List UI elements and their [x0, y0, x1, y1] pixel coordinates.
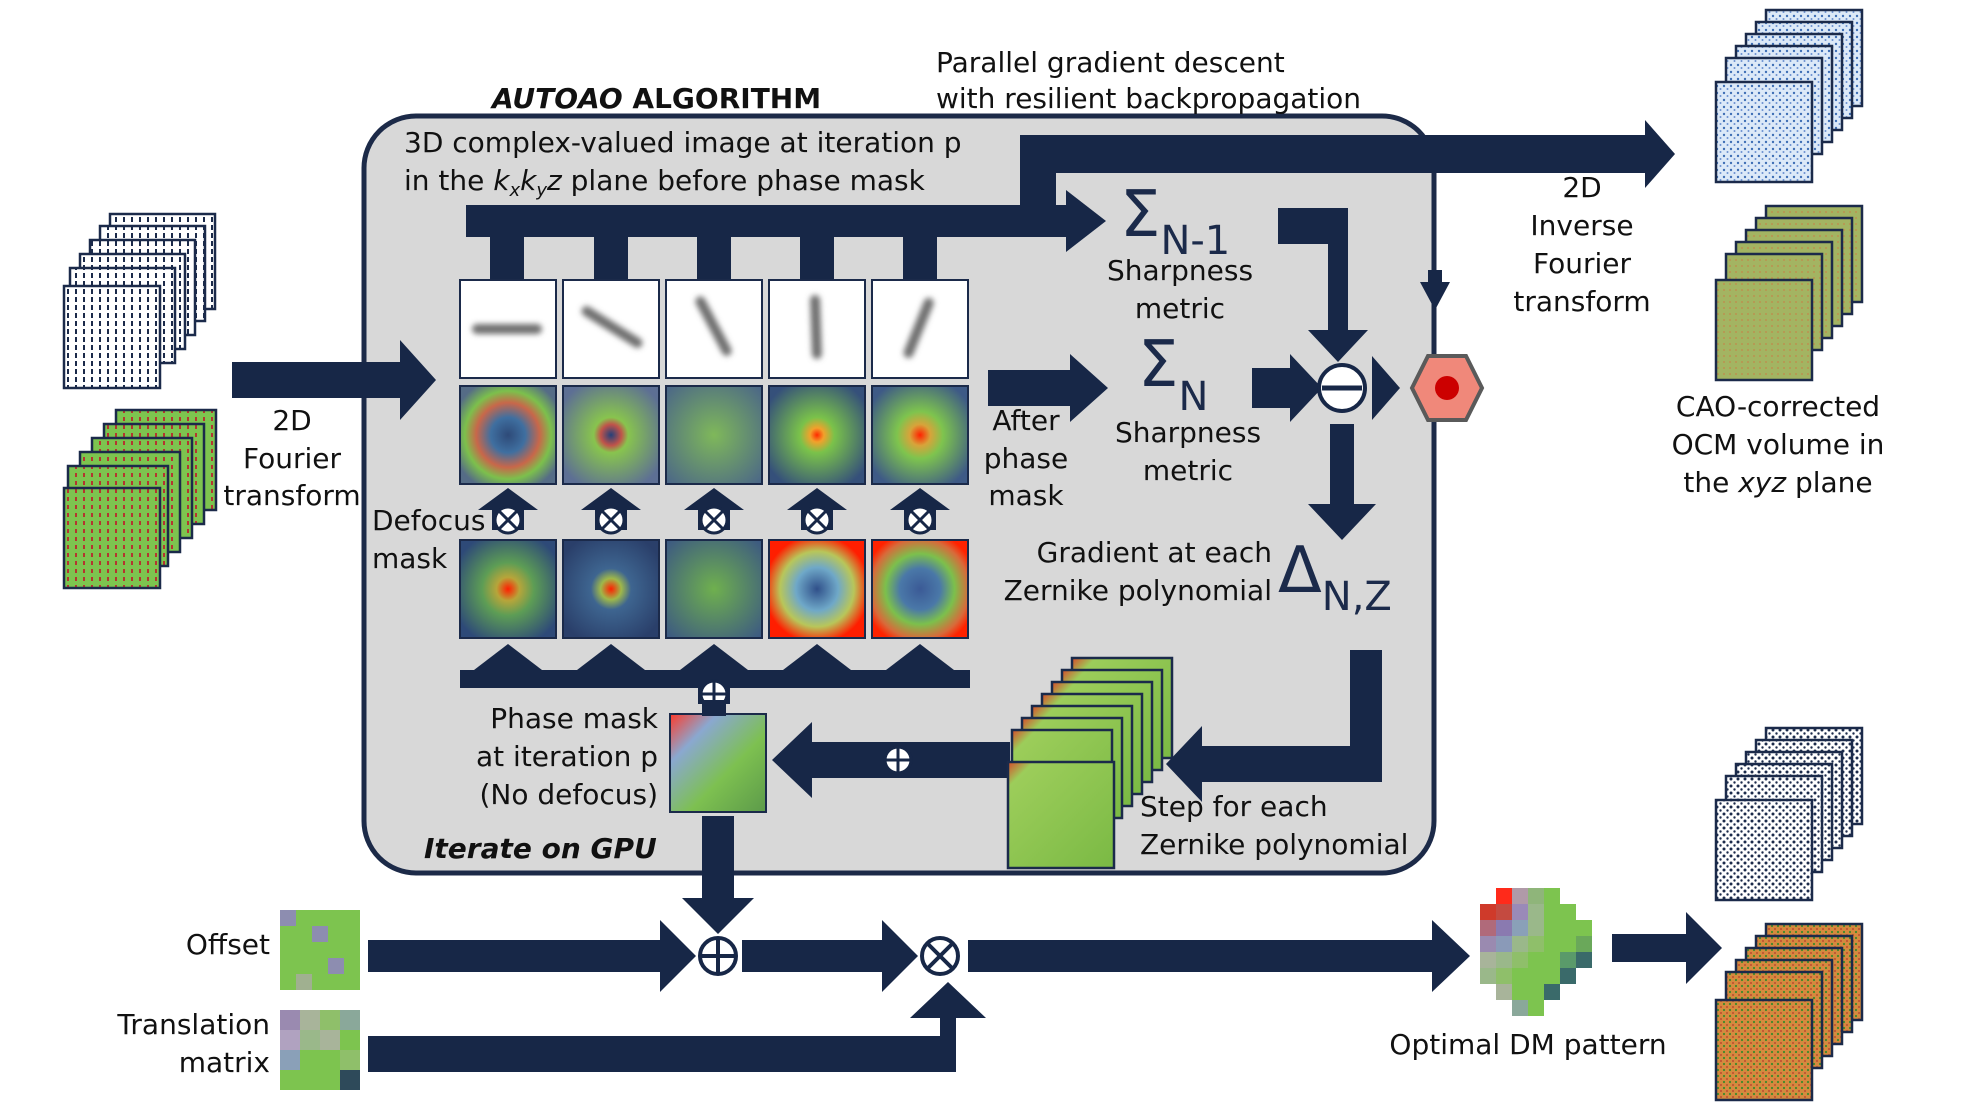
ominus-down-arrow: [1308, 424, 1376, 540]
sigma-n-symbol: ΣN: [1138, 328, 1208, 420]
phase-down-arrow: [682, 816, 754, 934]
svg-text:OCM volume in: OCM volume in: [1672, 428, 1885, 461]
optimal-dm-label: Optimal DM pattern: [1389, 1028, 1666, 1061]
output-stack-blue: [1714, 8, 1864, 184]
iterate-gpu-label: Iterate on GPU: [424, 832, 657, 865]
top-bus: [466, 120, 1675, 279]
svg-text:Inverse: Inverse: [1530, 209, 1633, 242]
product-to-dm-arrow: [968, 920, 1470, 992]
defocus-tiles: [459, 539, 969, 639]
svg-text:(No defocus): (No defocus): [479, 778, 658, 811]
svg-text:Sharpness: Sharpness: [1107, 254, 1253, 287]
stop-down-stem: [1428, 270, 1442, 286]
sigma-n1-symbol: ΣN-1: [1120, 178, 1230, 264]
sigma-n1-label: Sharpness metric: [1107, 254, 1253, 325]
cao-label: CAO-corrected OCM volume in the xyz plan…: [1672, 390, 1885, 499]
inverse-fourier-label: 2D Inverse Fourier transform: [1513, 171, 1650, 318]
fourier-arrow: [232, 340, 436, 420]
subtract-symbol: [1317, 363, 1367, 413]
svg-text:mask: mask: [372, 542, 448, 575]
svg-text:2D: 2D: [1562, 171, 1601, 204]
svg-text:Phase mask: Phase mask: [490, 702, 659, 735]
complex-line2: in the kxkyz plane before phase mask: [404, 164, 926, 201]
svg-text:transform: transform: [1513, 285, 1650, 318]
svg-text:CAO-corrected: CAO-corrected: [1676, 390, 1880, 423]
otimes-bottom: [920, 936, 960, 976]
svg-text:Fourier: Fourier: [243, 442, 342, 475]
sum-to-product-arrow: [742, 920, 918, 992]
output-stack-olive: [1714, 204, 1864, 382]
phase-to-bus: [702, 700, 726, 716]
input-stack-bottom: [62, 408, 218, 590]
after-phase-label: After phase mask: [984, 404, 1069, 512]
complex-line1: 3D complex-valued image at iteration p: [404, 126, 962, 159]
svg-text:the xyz plane: the xyz plane: [1683, 466, 1872, 499]
offset-label: Offset: [186, 928, 270, 961]
after-phase-tiles: [459, 385, 969, 485]
dm-output-stack-navy: [1714, 726, 1864, 902]
multiply-row: [478, 488, 950, 535]
svg-text:metric: metric: [1135, 292, 1225, 325]
svg-text:mask: mask: [988, 479, 1064, 512]
step-label: Step for each Zernike polynomial: [1140, 790, 1408, 861]
stop-down-arrow: [1420, 282, 1450, 310]
sigma-n-arrow: [1252, 354, 1322, 422]
svg-text:Zernike polynomial: Zernike polynomial: [1140, 828, 1408, 861]
fourier-label: 2D Fourier transform: [223, 404, 360, 512]
phase-mask-label: Phase mask at iteration p (No defocus): [476, 702, 659, 811]
oplus-bottom: [698, 936, 738, 976]
delta-symbol: ΔN,Z: [1278, 534, 1392, 620]
translation-arrow: [368, 982, 986, 1072]
sigma-n1-arrow: [1278, 208, 1368, 362]
svg-text:matrix: matrix: [179, 1046, 270, 1079]
phase-mask-image: [669, 713, 767, 813]
gradient-to-step-arrow: [1166, 650, 1382, 802]
svg-text:Sharpness: Sharpness: [1115, 416, 1261, 449]
algorithm-title: AUTOAO ALGORITHM: [490, 82, 821, 115]
dm-to-output-arrow: [1612, 912, 1722, 984]
svg-text:Fourier: Fourier: [1533, 247, 1632, 280]
pgd-line2: with resilient backpropagation: [936, 82, 1361, 115]
oplus-step: [883, 745, 913, 775]
translation-label: Translation matrix: [116, 1008, 270, 1079]
pgd-line1: Parallel gradient descent: [936, 46, 1285, 79]
input-stack-top: [62, 212, 217, 390]
offset-matrix: [280, 910, 360, 990]
svg-text:phase: phase: [984, 442, 1069, 475]
svg-text:at iteration p: at iteration p: [476, 740, 658, 773]
psf-tiles: [459, 279, 969, 379]
svg-text:transform: transform: [223, 479, 360, 512]
svg-text:Step for each: Step for each: [1140, 790, 1328, 823]
offset-arrow: [368, 920, 696, 992]
phase-bus: [460, 644, 970, 704]
svg-text:Defocus: Defocus: [372, 504, 486, 537]
to-stop-arrow: [1372, 356, 1400, 420]
dm-pattern: [1480, 888, 1592, 1016]
translation-matrix-image: [280, 1010, 360, 1090]
defocus-label: Defocus mask: [372, 504, 486, 575]
stop-condition: [1409, 354, 1485, 422]
sigma-n-label: Sharpness metric: [1115, 416, 1261, 487]
dm-output-stack-orange: [1714, 922, 1864, 1102]
svg-text:After: After: [992, 404, 1060, 437]
svg-text:metric: metric: [1143, 454, 1233, 487]
step-stack: [1006, 656, 1174, 870]
after-phase-arrow: [988, 354, 1108, 422]
svg-text:Gradient at each: Gradient at each: [1037, 536, 1272, 569]
svg-text:Zernike polynomial: Zernike polynomial: [1004, 574, 1272, 607]
svg-text:2D: 2D: [272, 404, 311, 437]
svg-text:Translation: Translation: [116, 1008, 270, 1041]
gradient-label: Gradient at each Zernike polynomial: [1004, 536, 1272, 607]
